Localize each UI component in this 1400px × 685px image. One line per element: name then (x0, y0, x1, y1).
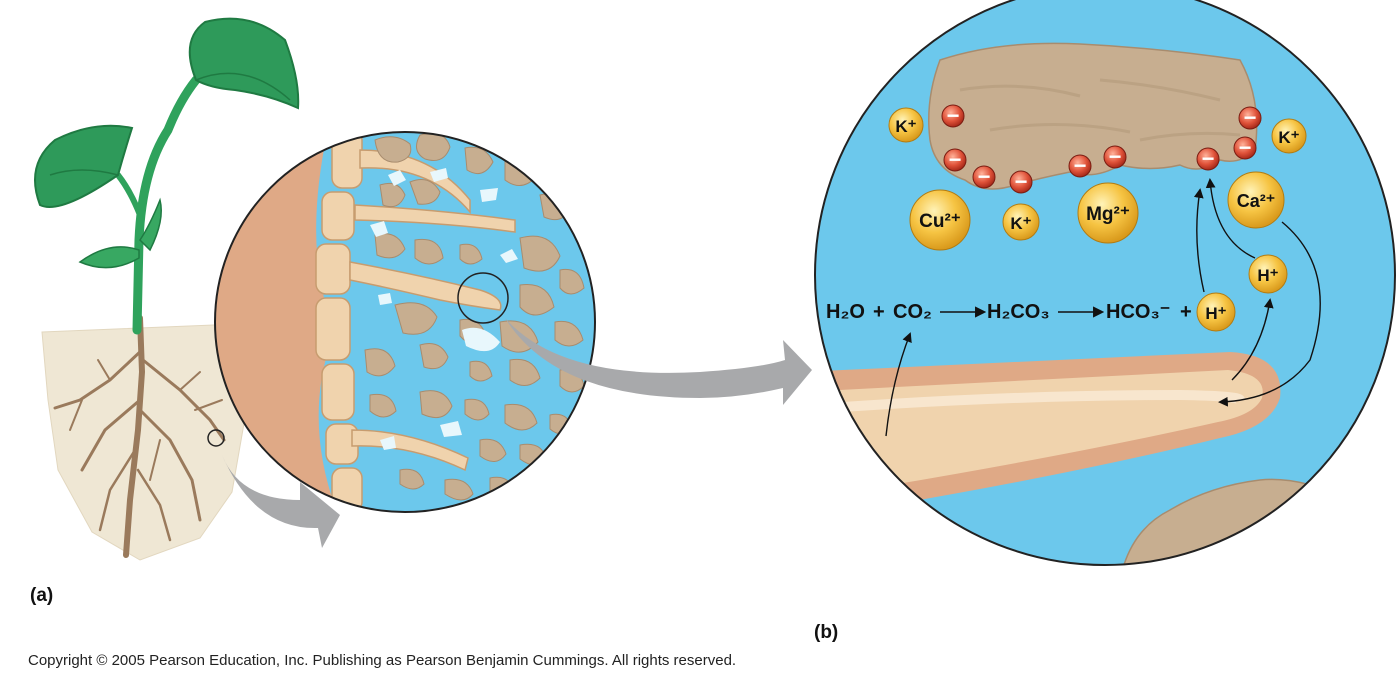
eq-hydrogen-ion: H⁺ (1197, 293, 1235, 331)
eq-plus-2: + (1180, 301, 1192, 323)
svg-text:K⁺: K⁺ (1010, 214, 1031, 233)
negative-charge-symbol: − (1244, 105, 1257, 130)
ion-h-right: H⁺ (1249, 255, 1287, 293)
negative-charge-symbol: − (1074, 153, 1087, 178)
root-hair-detail (800, 0, 1400, 580)
negative-charge-symbol: − (1109, 144, 1122, 169)
eq-carbonic-acid: H₂CO₃ (987, 301, 1050, 323)
negative-charge-symbol: − (1015, 169, 1028, 194)
magnified-soil-view (210, 120, 610, 520)
leaf-top (190, 19, 298, 108)
panel-a-label: (a) (30, 585, 53, 607)
svg-text:Cu²⁺: Cu²⁺ (919, 211, 961, 232)
ion-cu: Cu²⁺ (910, 190, 970, 250)
eq-co2: CO₂ (893, 301, 932, 323)
ion-k-middle: K⁺ (1003, 204, 1039, 240)
negative-charge-symbol: − (978, 164, 991, 189)
stem (137, 80, 196, 330)
ion-k-top-left: K⁺ (889, 108, 923, 142)
svg-text:H⁺: H⁺ (1205, 304, 1226, 323)
negative-charge-symbol: − (947, 103, 960, 128)
eq-bicarbonate: HCO₃⁻ (1106, 301, 1170, 323)
panel-b-label: (b) (814, 622, 838, 644)
ion-ca: Ca²⁺ (1228, 172, 1284, 228)
ion-mg: Mg²⁺ (1078, 183, 1138, 243)
negative-charge-symbol: − (1239, 135, 1252, 160)
eq-plus: + (873, 301, 885, 323)
ion-k-top-right: K⁺ (1272, 119, 1306, 153)
leaf-left (35, 126, 132, 207)
svg-text:Mg²⁺: Mg²⁺ (1086, 204, 1130, 225)
eq-water: H₂O (826, 301, 865, 323)
svg-text:K⁺: K⁺ (1278, 128, 1299, 147)
svg-text:H⁺: H⁺ (1257, 266, 1278, 285)
negative-charge-symbol: − (1202, 146, 1215, 171)
svg-text:K⁺: K⁺ (895, 117, 916, 136)
svg-text:Ca²⁺: Ca²⁺ (1237, 191, 1276, 211)
negative-charge-symbol: − (949, 147, 962, 172)
copyright-notice: Copyright © 2005 Pearson Education, Inc.… (28, 652, 736, 669)
